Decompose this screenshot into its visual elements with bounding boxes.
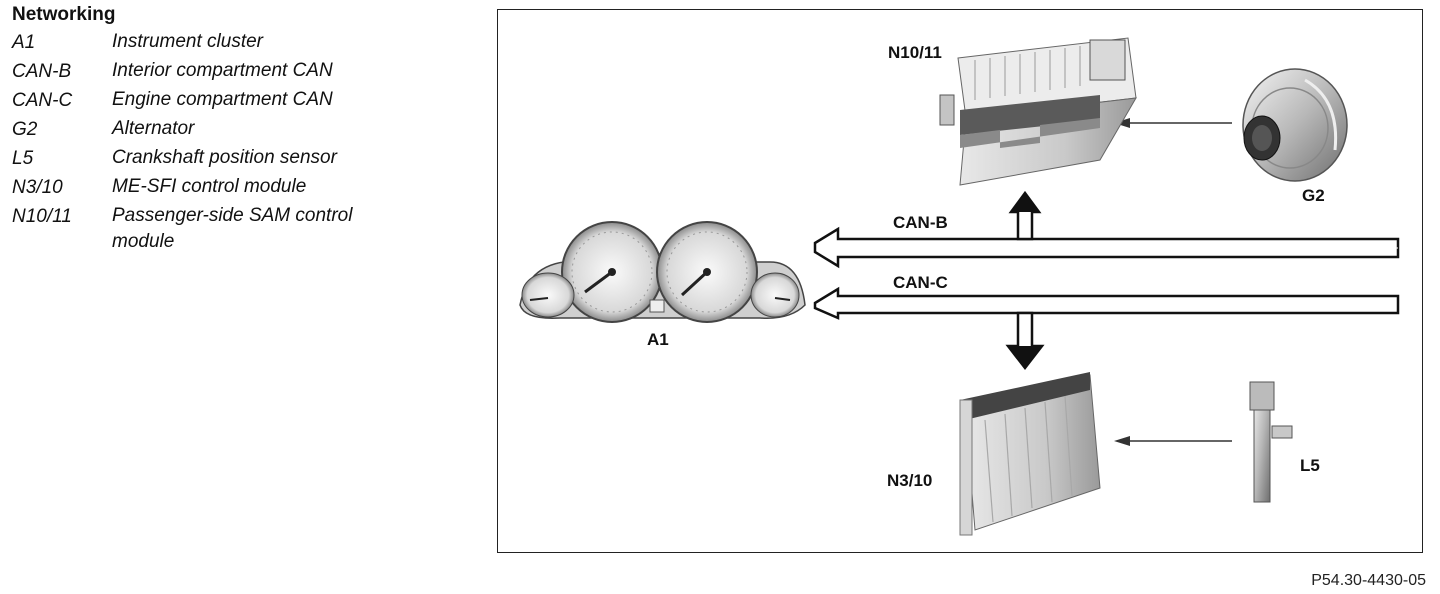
instrument-cluster-image <box>519 221 806 323</box>
legend: Networking A1 Instrument cluster CAN-B I… <box>12 3 482 255</box>
sam-module-image <box>939 37 1137 186</box>
label-g2: G2 <box>1302 186 1325 205</box>
legend-item: A1 Instrument cluster <box>12 28 482 57</box>
legend-desc: Interior compartment CAN <box>112 60 333 81</box>
legend-code: N10/11 <box>12 206 72 227</box>
arrow-g2-to-n10-11 <box>1114 118 1232 128</box>
legend-item: N3/10 ME-SFI control module <box>12 173 482 202</box>
legend-desc: Passenger-side SAM control module <box>112 205 353 252</box>
legend-item: CAN-C Engine compartment CAN <box>12 86 482 115</box>
legend-desc: Alternator <box>112 118 195 139</box>
legend-desc: Crankshaft position sensor <box>112 147 337 168</box>
label-n10-11: N10/11 <box>888 43 942 62</box>
can-b-bus <box>813 226 1400 269</box>
label-can-b: CAN-B <box>893 213 948 232</box>
legend-code: CAN-C <box>12 90 73 111</box>
legend-code: G2 <box>12 119 38 140</box>
label-a1: A1 <box>647 330 669 349</box>
alternator-image <box>1242 68 1348 182</box>
arrow-up-n10-11 <box>1008 190 1042 241</box>
legend-title: Networking <box>12 4 116 25</box>
legend-item: L5 Crankshaft position sensor <box>12 144 482 173</box>
figure-reference: P54.30-4430-05 <box>1311 572 1426 589</box>
crankshaft-sensor-image <box>1249 381 1293 503</box>
arrow-l5-to-n3-10 <box>1114 436 1232 446</box>
legend-desc: Engine compartment CAN <box>112 89 333 110</box>
legend-item: G2 Alternator <box>12 115 482 144</box>
can-c-bus <box>813 286 1400 320</box>
label-can-c: CAN-C <box>893 273 948 292</box>
label-l5: L5 <box>1300 456 1320 475</box>
legend-code: CAN-B <box>12 61 72 82</box>
arrow-down-n3-10 <box>1005 311 1045 371</box>
legend-code: A1 <box>12 32 36 53</box>
legend-code: L5 <box>12 148 34 169</box>
legend-desc: ME-SFI control module <box>112 176 307 197</box>
legend-item: N10/11 Passenger-side SAM control module <box>12 202 482 255</box>
me-sfi-module-image <box>959 372 1101 536</box>
legend-desc: Instrument cluster <box>112 31 263 52</box>
legend-item: CAN-B Interior compartment CAN <box>12 57 482 86</box>
legend-code: N3/10 <box>12 177 63 198</box>
label-n3-10: N3/10 <box>887 471 932 490</box>
